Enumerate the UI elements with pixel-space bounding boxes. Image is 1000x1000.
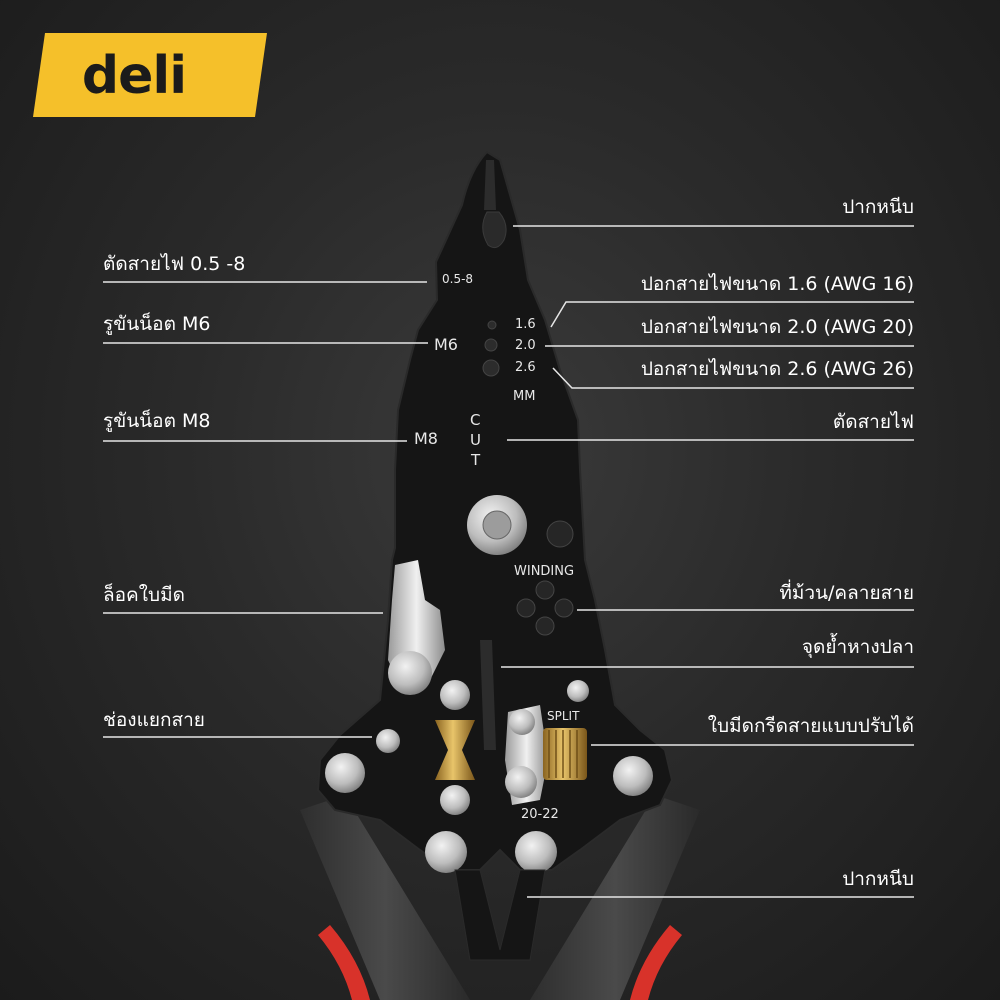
- adjust-knob: [543, 728, 587, 780]
- callout-strip-16: ปอกสายไฟขนาด 1.6 (AWG 16): [640, 273, 914, 295]
- tool-label-m6: M6: [434, 335, 458, 354]
- tool-label-range: 0.5-8: [442, 272, 474, 286]
- rivet-top-right: [567, 680, 589, 702]
- hole-2-6: [482, 359, 500, 377]
- winding-holes: [516, 580, 574, 636]
- tool-label-cut-u: U: [470, 431, 481, 449]
- rivet-right: [613, 756, 653, 796]
- tool-label-unit: MM: [513, 389, 536, 404]
- tool-label-m8: M8: [414, 429, 438, 448]
- tool-label-cut-c: C: [470, 411, 481, 429]
- tool-label-size-26: 2.6: [515, 360, 536, 375]
- rivet-bottom-left: [425, 831, 467, 873]
- brand-logo-text: deli: [81, 46, 187, 106]
- callout-cut-wire: ตัดสายไฟ 0.5 -8: [103, 253, 246, 275]
- rivet-bottom-right: [515, 831, 557, 873]
- callout-winding: ที่ม้วน/คลายสาย: [779, 582, 914, 604]
- left-handle: [300, 795, 470, 1000]
- callout-wire-cutter: ตัดสายไฟ: [832, 411, 914, 433]
- callout-lines: [103, 225, 914, 898]
- callout-bolt-m6: รูขันน็อต M6: [103, 313, 211, 335]
- callout-strip-26: ปอกสายไฟขนาด 2.6 (AWG 26): [640, 358, 914, 380]
- callout-wire-split: ช่องแยกสาย: [103, 709, 205, 731]
- tool-label-size-16: 1.6: [515, 317, 536, 332]
- hole-2-0: [484, 338, 498, 352]
- jaw-opening: [482, 211, 507, 249]
- tool-label-cut-t: T: [471, 451, 481, 469]
- callout-nose-jaw: ปากหนีบ: [842, 196, 914, 218]
- brass-spool: [435, 680, 475, 815]
- callout-crimp: จุดย้ำหางปลา: [801, 636, 914, 658]
- hole-1-6: [487, 320, 497, 330]
- tool-label-split: SPLIT: [547, 709, 580, 723]
- brand-logo-badge: [33, 33, 267, 117]
- bottom-jaw: [454, 869, 546, 961]
- callout-bottom-jaw: ปากหนีบ: [842, 868, 914, 890]
- rivet-left: [325, 753, 365, 793]
- callout-strip-20: ปอกสายไฟขนาด 2.0 (AWG 20): [640, 316, 914, 338]
- tool-label-winding: WINDING: [514, 564, 575, 579]
- tool-label-gauge: 20-22: [521, 807, 559, 822]
- crimp-teeth: [480, 640, 496, 750]
- nose-serration: [484, 160, 496, 210]
- tool-label-size-20: 2.0: [515, 338, 536, 353]
- callout-blade-lock: ล็อคใบมีด: [103, 584, 185, 606]
- rivet-split: [376, 729, 400, 753]
- callout-bolt-m8: รูขันน็อต M8: [103, 410, 211, 432]
- callout-adjustable-blade: ใบมีดกรีดสายแบบปรับได้: [707, 715, 914, 737]
- pivot-hole: [546, 520, 574, 548]
